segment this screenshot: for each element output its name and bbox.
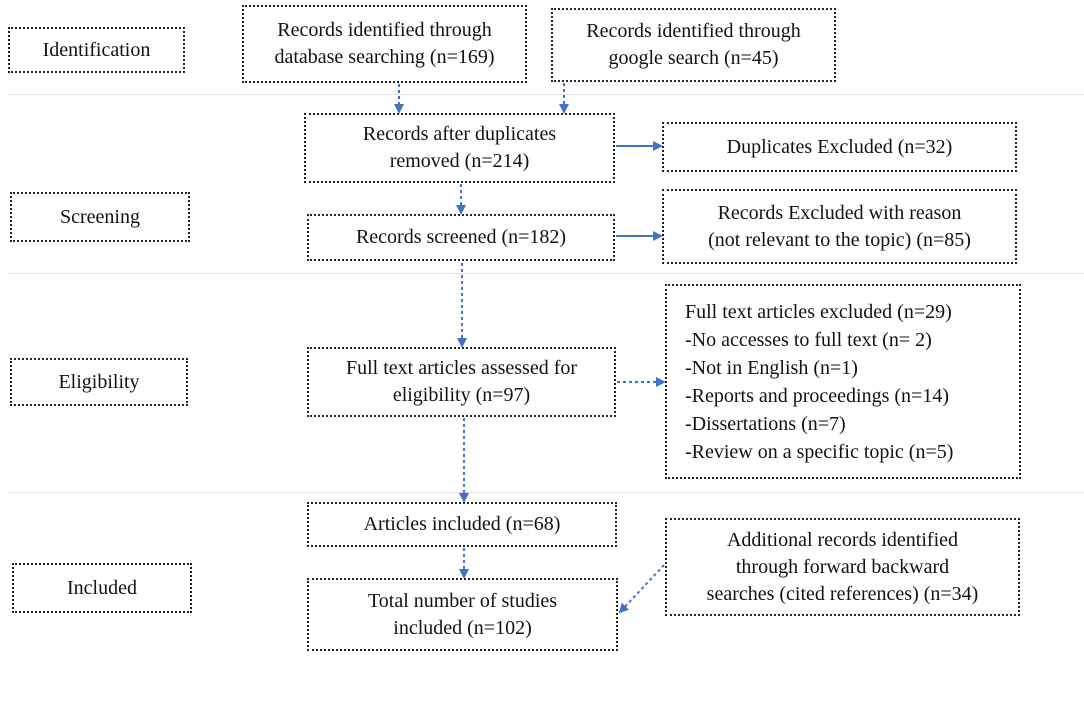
box-text-line: Records screened (n=182)	[355, 226, 567, 248]
duplicates-excluded-box: Duplicates Excluded (n=32)	[662, 122, 1017, 172]
phase-separator-3	[8, 492, 1084, 493]
articles-included-box: Articles included (n=68)	[307, 502, 617, 547]
total-studies-box: Total number of studies included (n=102)	[307, 578, 618, 651]
box-text-line: -Reports and proceedings (n=14)	[685, 384, 949, 407]
stage-eligibility: Eligibility	[10, 358, 188, 406]
excluded-with-reason-box: Records Excluded with reason (not releva…	[662, 189, 1017, 264]
stage-screening: Screening	[10, 192, 190, 242]
box-text-line: google search (n=45)	[608, 47, 779, 69]
box-text-line: -Review on a specific topic (n=5)	[685, 440, 954, 463]
box-text-line: searches (cited references) (n=34)	[706, 582, 979, 605]
additional-records-box: Additional records identified through fo…	[665, 518, 1020, 616]
box-text-line: Records Excluded with reason	[717, 201, 962, 224]
box-text-line: Total number of studies	[367, 589, 558, 612]
full-text-assessed-box: Full text articles assessed for eligibil…	[307, 347, 616, 417]
box-text-line: Full text articles excluded (n=29)	[685, 300, 952, 323]
box-text-line: (not relevant to the topic) (n=85)	[708, 228, 971, 251]
records-screened-box: Records screened (n=182)	[307, 214, 615, 261]
stage-label: Included	[67, 576, 137, 599]
stage-included: Included	[12, 563, 192, 613]
box-text-line: Duplicates Excluded (n=32)	[726, 135, 953, 158]
arrow-additional-to-total	[618, 564, 665, 614]
stage-identification: Identification	[8, 27, 185, 73]
stage-label: Eligibility	[58, 370, 140, 393]
after-duplicates-box: Records after duplicates removed (n=214)	[304, 113, 615, 183]
box-text-line: Records identified through	[277, 19, 492, 41]
box-text-line: Full text articles assessed for	[345, 357, 578, 379]
stage-label: Identification	[42, 38, 151, 61]
box-text-line: included (n=102)	[393, 616, 532, 639]
box-text-line: Articles included (n=68)	[363, 513, 561, 535]
database-records-box: Records identified through database sear…	[242, 5, 527, 83]
google-records-box: Records identified through google search…	[551, 8, 836, 82]
box-text-line: -No accesses to full text (n= 2)	[685, 328, 932, 351]
full-text-excluded-box: Full text articles excluded (n=29) -No a…	[665, 284, 1021, 479]
box-text-line: database searching (n=169)	[274, 46, 495, 68]
box-text-line: Additional records identified	[726, 528, 959, 551]
phase-separator-2	[8, 273, 1084, 274]
box-text-line: Records identified through	[586, 20, 801, 42]
box-text-line: removed (n=214)	[389, 150, 530, 172]
phase-separator-1	[8, 94, 1084, 95]
box-text-line: -Dissertations (n=7)	[685, 412, 846, 435]
box-text-line: eligibility (n=97)	[392, 384, 531, 406]
box-text-line: through forward backward	[735, 555, 950, 578]
stage-label: Screening	[60, 205, 140, 228]
box-text-line: -Not in English (n=1)	[685, 356, 858, 379]
box-text-line: Records after duplicates	[362, 123, 557, 145]
